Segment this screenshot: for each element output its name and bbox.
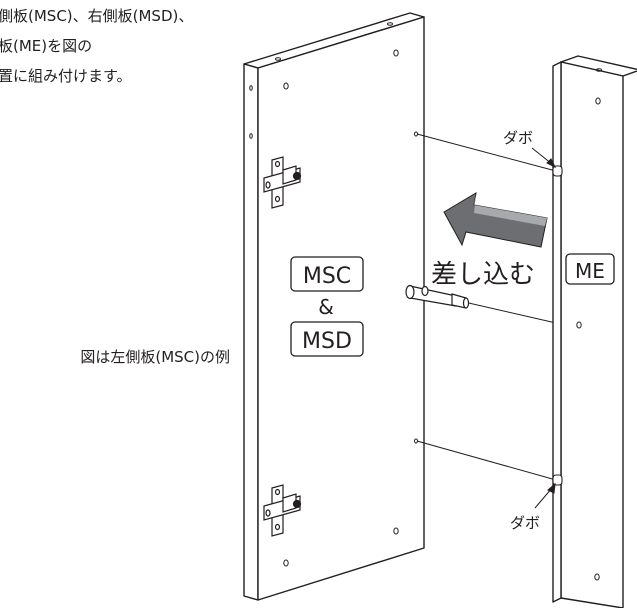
hinge-plate-bottom [263, 484, 302, 537]
instruction-line-3: 置に組み付けます。 [0, 67, 132, 85]
label-msc: MSC [303, 264, 351, 289]
guide-line-bottom [416, 440, 557, 481]
dowel-pins [552, 165, 563, 486]
instruction-line-1: 側板(MSC)、右側板(MSD)、 [0, 7, 193, 25]
left-panel-front-face [257, 16, 425, 601]
label-box-me [565, 253, 615, 285]
left-panel-top-holes [275, 22, 393, 61]
dowel-pin-top [552, 165, 563, 177]
label-ampersand: & [318, 295, 334, 319]
insert-action-label: 差し込む [431, 260, 535, 290]
dowel-callout-arrow-top [531, 147, 557, 169]
dowel-label-top: ダボ [503, 129, 533, 147]
insert-direction-arrow [443, 192, 548, 248]
right-panel-holes [576, 68, 602, 581]
right-panel-me [552, 55, 637, 608]
connector-bolt [405, 284, 470, 309]
left-panel-side-edge [243, 63, 259, 601]
caption-text: 図は左側板(MSC)の例 [80, 348, 230, 366]
label-msd: MSD [302, 329, 352, 354]
label-box-msd [290, 321, 364, 357]
dowel-pin-bottom [552, 474, 563, 486]
guide-line-middle [459, 300, 557, 324]
dowel-label-bottom: ダボ [510, 514, 540, 532]
left-side-panel [243, 12, 425, 601]
right-panel-front-face [560, 61, 624, 608]
label-me: ME [575, 259, 605, 283]
dowel-callout-arrow-bottom [534, 482, 556, 509]
instruction-line-2: 板(ME)を図の [0, 37, 92, 55]
left-panel-face-holes [283, 49, 418, 567]
label-box-msc [290, 256, 364, 292]
hinge-plate-top [263, 156, 302, 209]
guide-lines [416, 133, 557, 481]
left-panel-side-holes [249, 85, 253, 139]
guide-line-top [416, 133, 557, 172]
